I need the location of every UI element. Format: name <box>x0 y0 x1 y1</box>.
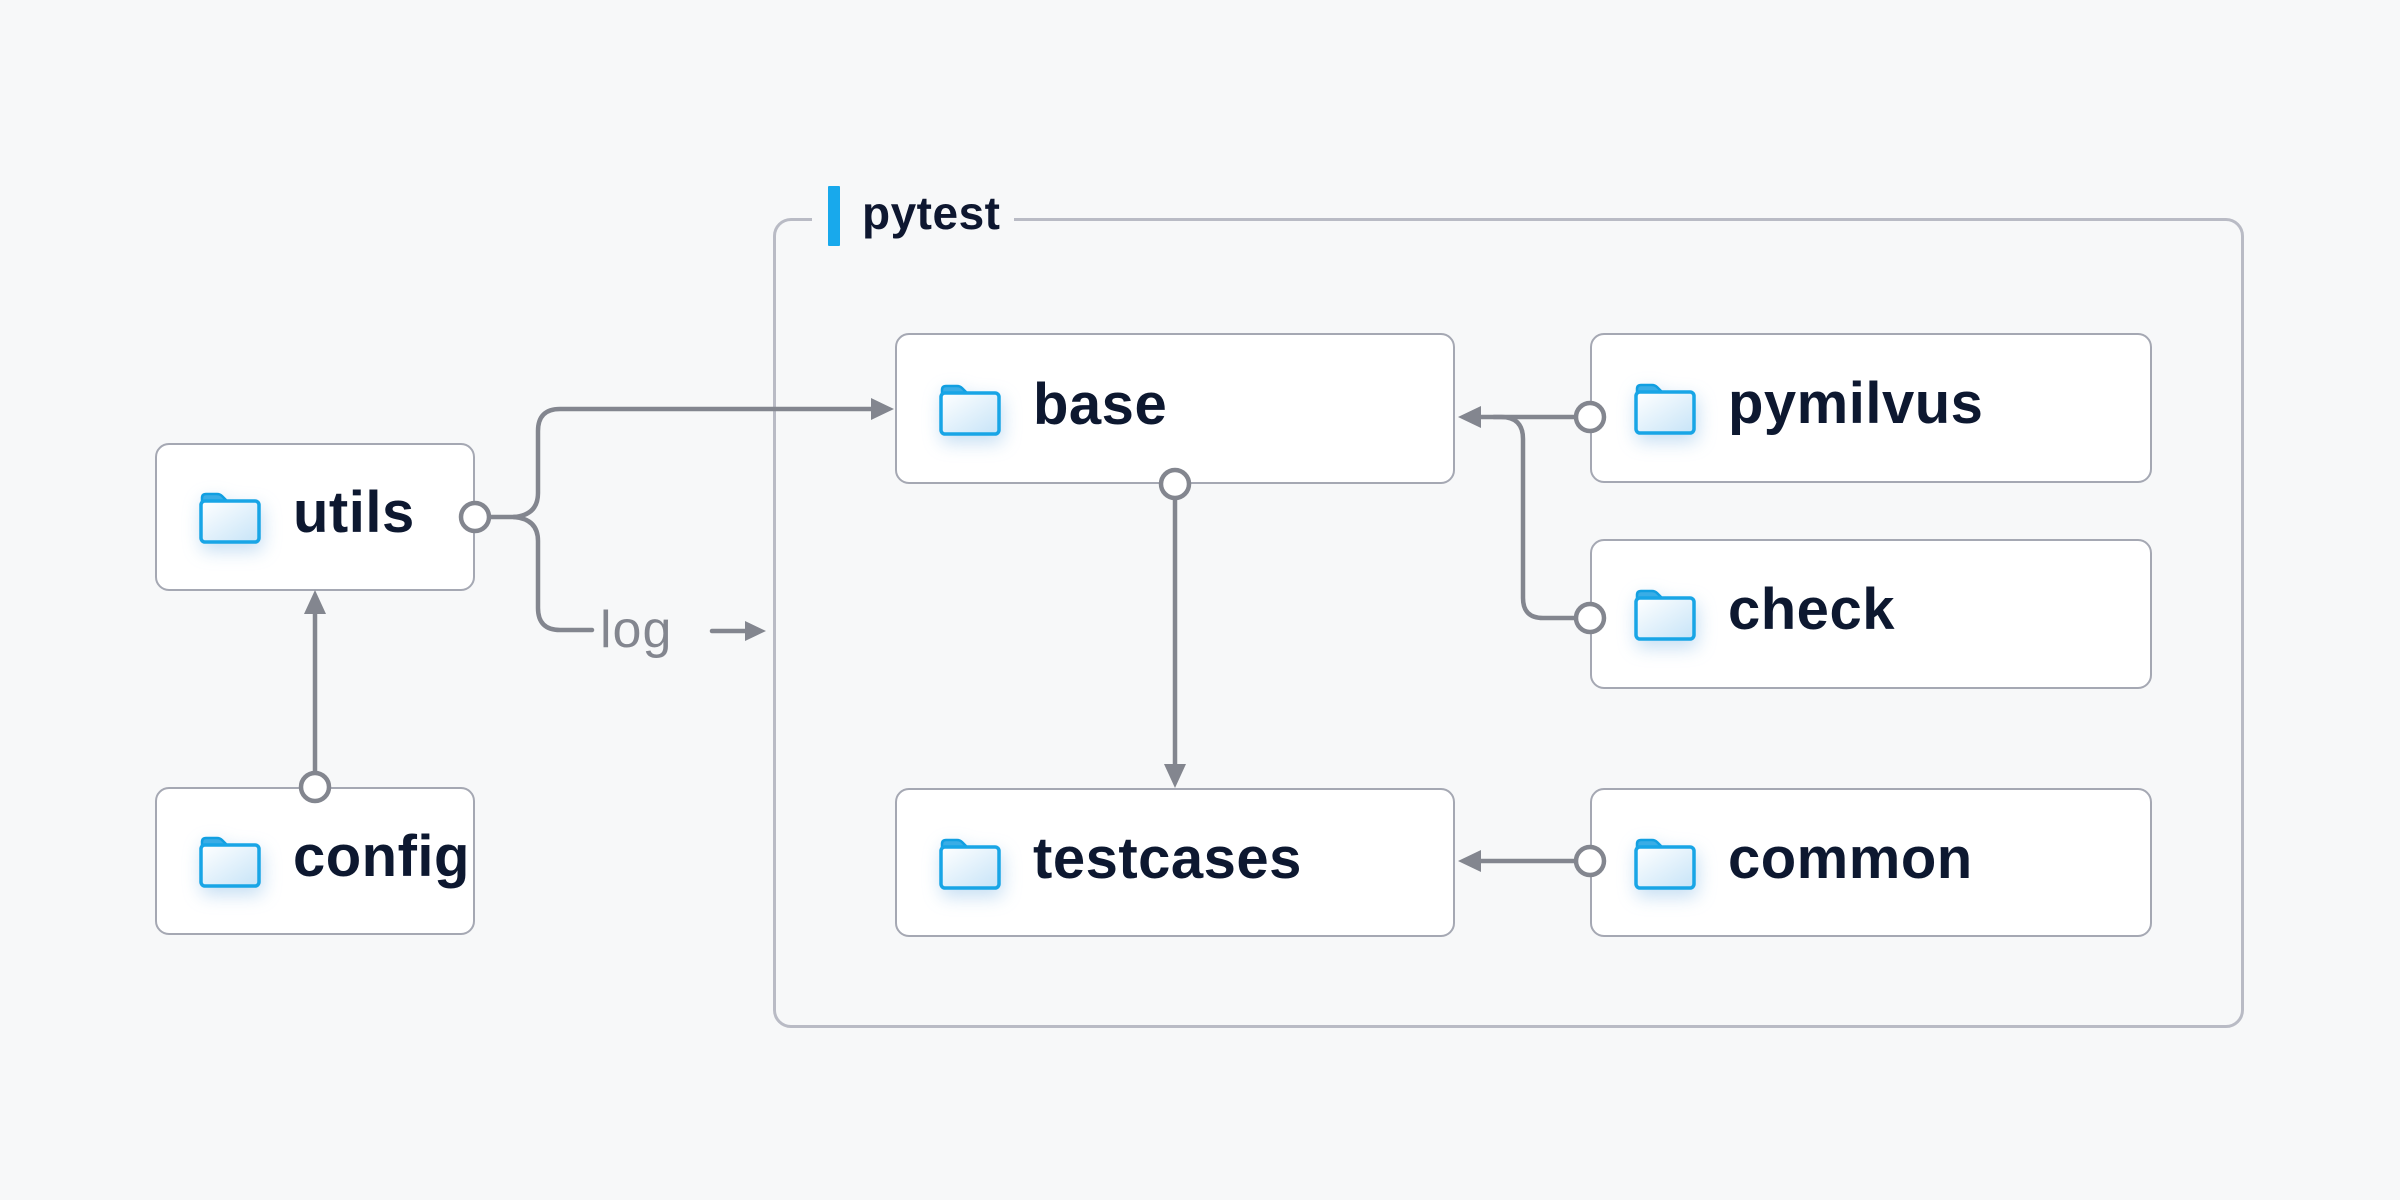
node-label: testcases <box>1033 825 1302 891</box>
pytest-group-label: pytest <box>812 184 1015 248</box>
folder-icon <box>1634 383 1696 435</box>
node-label: common <box>1728 825 1973 891</box>
node-common: common <box>1590 788 2152 937</box>
group-title: pytest <box>862 187 1001 239</box>
node-testcases: testcases <box>895 788 1455 937</box>
edge-label-log: log <box>600 601 673 659</box>
arrowhead-log <box>745 621 766 641</box>
folder-icon <box>939 384 1001 436</box>
arrowhead-up <box>304 590 326 614</box>
folder-icon <box>199 492 261 544</box>
folder-icon <box>1634 589 1696 641</box>
node-label: config <box>293 824 470 889</box>
node-base: base <box>895 333 1455 484</box>
node-pymilvus: pymilvus <box>1590 333 2152 483</box>
node-label: check <box>1728 577 1895 642</box>
node-config: config <box>155 787 475 935</box>
node-label: base <box>1033 371 1168 437</box>
folder-icon <box>199 836 261 888</box>
folder-icon <box>1634 838 1696 890</box>
pytest-group-container <box>773 218 2244 1028</box>
node-label: utils <box>293 480 415 545</box>
node-utils: utils <box>155 443 475 591</box>
node-label: pymilvus <box>1728 371 1984 436</box>
folder-icon <box>939 838 1001 890</box>
accent-bar-icon <box>828 186 840 246</box>
node-check: check <box>1590 539 2152 689</box>
edge-utils-log <box>511 514 595 633</box>
